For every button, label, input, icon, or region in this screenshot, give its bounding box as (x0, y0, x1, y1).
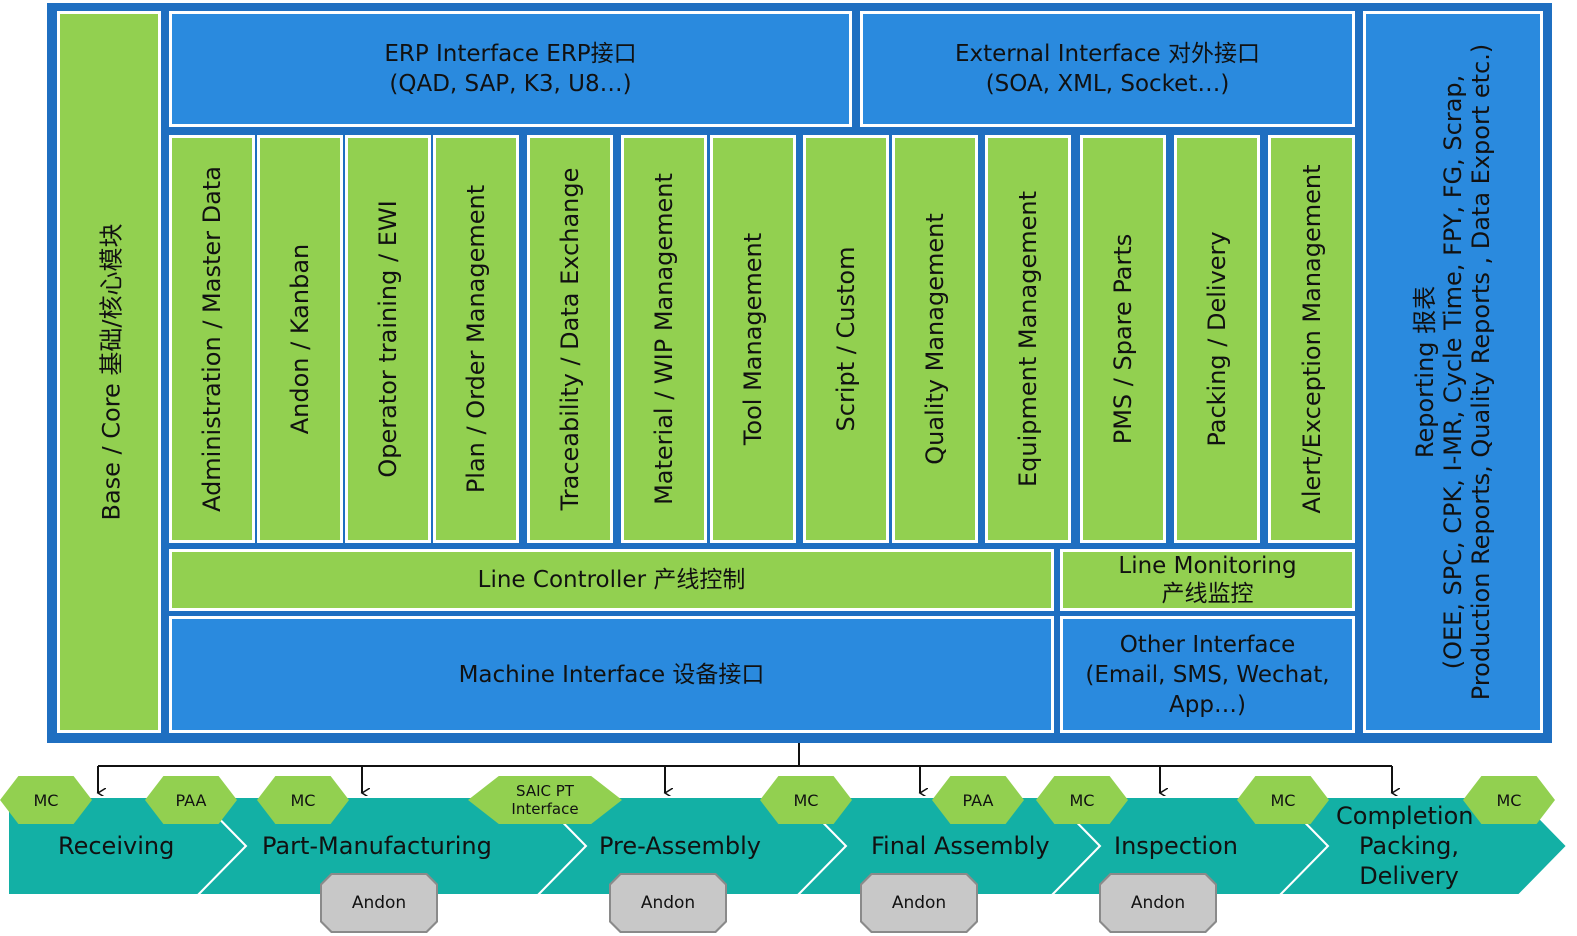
erp-interface-systems: (QAD, SAP, K3, U8…) (389, 71, 632, 97)
stage-label-completion: Completion Packing, Delivery (1336, 801, 1482, 891)
other-interface-title: Other Interface (1119, 631, 1296, 658)
mc-badge: MC (0, 776, 92, 824)
mc-badge: MC (1463, 776, 1555, 824)
andon-badge: Andon (322, 875, 436, 931)
mc-badge: MC (760, 776, 852, 824)
external-interface-protocols: (SOA, XML, Socket…) (985, 71, 1230, 97)
module-column: PMS / Spare Parts (1080, 135, 1166, 543)
stage-label-receiving: Receiving (58, 832, 175, 860)
machine-interface-label: Machine Interface 设备接口 (458, 661, 765, 688)
andon-badge: Andon (1101, 875, 1215, 931)
external-interface-block: External Interface 对外接口 (SOA, XML, Socke… (860, 11, 1355, 127)
module-column: Alert/Exception Management (1268, 135, 1355, 543)
other-interface-apps: App…) (1169, 691, 1246, 718)
module-column: Packing / Delivery (1174, 135, 1260, 543)
stage-label-inspection: Inspection (1114, 832, 1238, 860)
completion-line2: Packing, (1359, 832, 1459, 860)
paa-badge: PAA (932, 776, 1024, 824)
line-controller-block: Line Controller 产线控制 (169, 549, 1054, 611)
stage-label-pre-assembly: Pre-Assembly (599, 832, 761, 860)
module-column: Administration / Master Data (169, 135, 255, 543)
mc-badge: MC (257, 776, 349, 824)
line-controller-label: Line Controller 产线控制 (477, 567, 746, 593)
erp-interface-block: ERP Interface ERP接口 (QAD, SAP, K3, U8…) (169, 11, 852, 127)
stage-label-part-manufacturing: Part-Manufacturing (262, 832, 492, 860)
module-column: Script / Custom (803, 135, 889, 543)
andon-badge: Andon (611, 875, 725, 931)
saic-pt-interface-badge: SAIC PT Interface (468, 776, 622, 824)
saic-line2: Interface (511, 800, 579, 818)
module-column: Traceability / Data Exchange (527, 135, 613, 543)
module-column: Tool Management (710, 135, 796, 543)
erp-interface-title: ERP Interface ERP接口 (384, 41, 637, 67)
saic-line1: SAIC PT (516, 782, 574, 800)
module-column: Quality Management (892, 135, 978, 543)
module-column: Material / WIP Management (621, 135, 707, 543)
completion-line1: Completion (1336, 802, 1474, 830)
andon-badge: Andon (862, 875, 976, 931)
line-monitoring-block: Line Monitoring 产线监控 (1060, 549, 1355, 611)
machine-interface-block: Machine Interface 设备接口 (169, 616, 1054, 733)
module-column: Plan / Order Management (433, 135, 519, 543)
external-interface-title: External Interface 对外接口 (954, 41, 1261, 67)
paa-badge: PAA (145, 776, 237, 824)
module-column: Andon / Kanban (257, 135, 343, 543)
reporting-block: Reporting 报表 (OEE, SPC, CPK, I-MR, Cycle… (1363, 11, 1543, 733)
line-monitoring-title: Line Monitoring (1118, 553, 1297, 579)
module-column: Operator training / EWI (345, 135, 431, 543)
module-column: Equipment Management (985, 135, 1071, 543)
completion-line3: Delivery (1359, 862, 1459, 890)
mc-badge: MC (1237, 776, 1329, 824)
base-core-block: Base / Core 基础/核心模块 (57, 11, 161, 733)
stage-label-final-assembly: Final Assembly (871, 832, 1050, 860)
other-interface-channels: (Email, SMS, Wechat, (1085, 661, 1330, 688)
mc-badge: MC (1036, 776, 1128, 824)
other-interface-block: Other Interface (Email, SMS, Wechat, App… (1060, 616, 1355, 733)
line-monitoring-subtitle: 产线监控 (1161, 581, 1254, 607)
